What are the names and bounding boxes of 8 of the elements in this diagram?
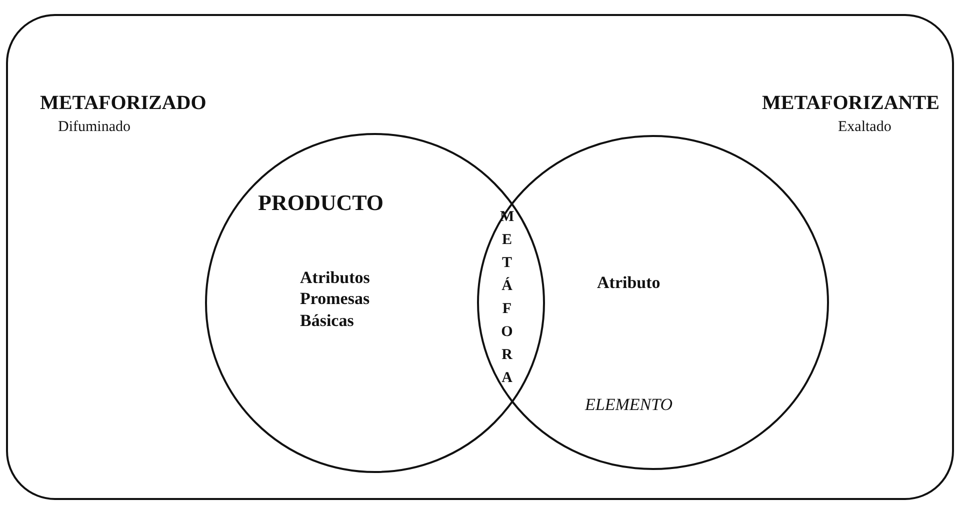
heading: METAFORIZADO — [40, 92, 206, 115]
subheading: Exaltado — [838, 119, 892, 136]
circle-heading: PRODUCTO — [258, 190, 384, 216]
circle-text: Atributo — [597, 273, 660, 293]
heading: METAFORIZANTE — [762, 92, 940, 115]
subheading: Difuminado — [58, 119, 130, 136]
attribute-list: Atributos Promesas Básicas — [300, 267, 370, 331]
circle-caption: ELEMENTO — [585, 395, 673, 415]
